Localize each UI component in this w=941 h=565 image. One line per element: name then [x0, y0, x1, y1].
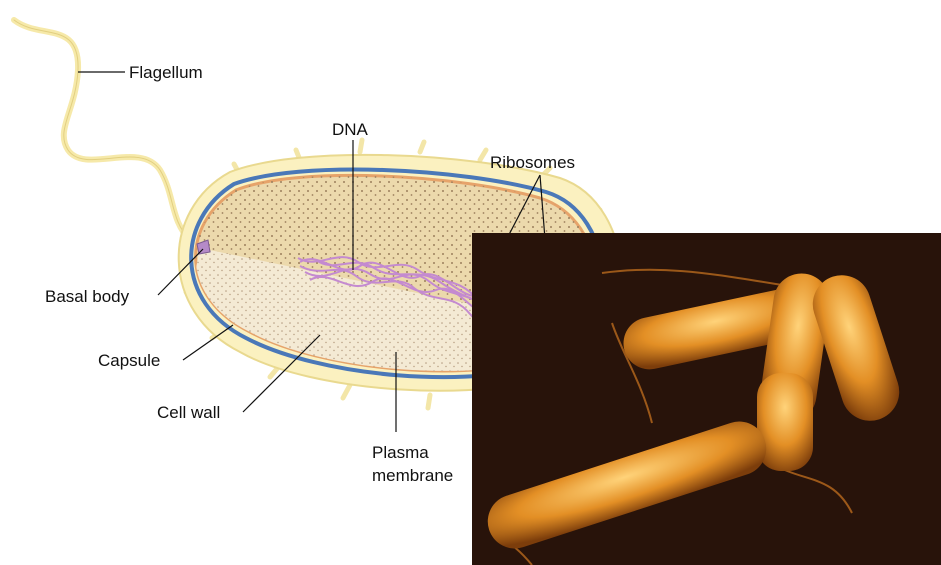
label-cell-wall: Cell wall: [157, 403, 220, 422]
label-capsule: Capsule: [98, 351, 160, 370]
label-ribosomes: Ribosomes: [490, 153, 575, 172]
label-plasma-membrane-line2: membrane: [372, 466, 453, 485]
bacteria-micrograph: [472, 233, 941, 565]
label-plasma-membrane-line1: Plasma: [372, 443, 429, 462]
label-flagellum: Flagellum: [129, 63, 203, 82]
label-basal-body: Basal body: [45, 287, 130, 306]
flagellum: [14, 20, 200, 247]
label-dna: DNA: [332, 120, 369, 139]
